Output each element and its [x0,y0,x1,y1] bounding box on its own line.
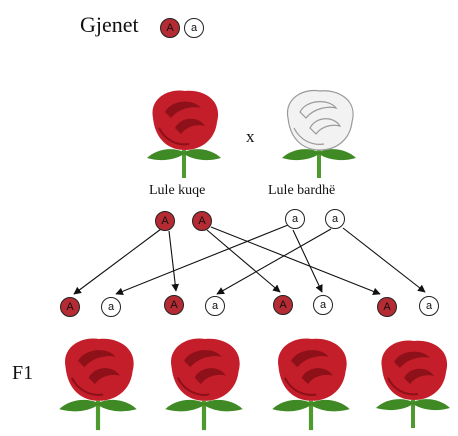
parent-white-allele: a [325,209,345,229]
offspring-allele-dominant: A [273,295,293,315]
genes-title: Gjenet [80,12,139,37]
offspring-allele-dominant: A [377,297,397,317]
offspring-allele-recessive: a [205,296,225,316]
red-flower-label: Lule kuqe [149,183,206,198]
red-rose-icon [147,90,221,178]
offspring-allele-recessive: a [313,295,333,315]
parent-white-allele: a [285,209,305,229]
arrow-icon [216,228,332,295]
recessive-allele-legend: a [184,18,204,38]
parent-red-allele: A [155,211,175,231]
offspring-allele-recessive: a [419,296,439,316]
dominant-allele-legend: A [160,18,180,38]
parent-red-allele: A [192,211,212,231]
f1-label: F1 [12,362,34,384]
arrow-icon [342,227,426,293]
red-rose-icon [376,340,450,428]
red-rose-icon [272,338,350,431]
white-rose-icon [282,89,356,178]
arrow-icon [115,224,289,295]
arrow-icon [206,229,281,293]
arrow-icon [210,226,381,296]
offspring-allele-dominant: A [164,295,184,315]
offspring-allele-recessive: a [101,297,121,317]
cross-symbol: x [246,127,255,146]
arrow-icon [168,230,180,292]
red-rose-icon [165,338,243,431]
white-flower-label: Lule bardhë [268,183,336,198]
offspring-allele-dominant: A [60,297,80,317]
arrow-icon [292,229,323,293]
red-rose-icon [59,338,137,431]
arrow-icon [73,228,162,295]
